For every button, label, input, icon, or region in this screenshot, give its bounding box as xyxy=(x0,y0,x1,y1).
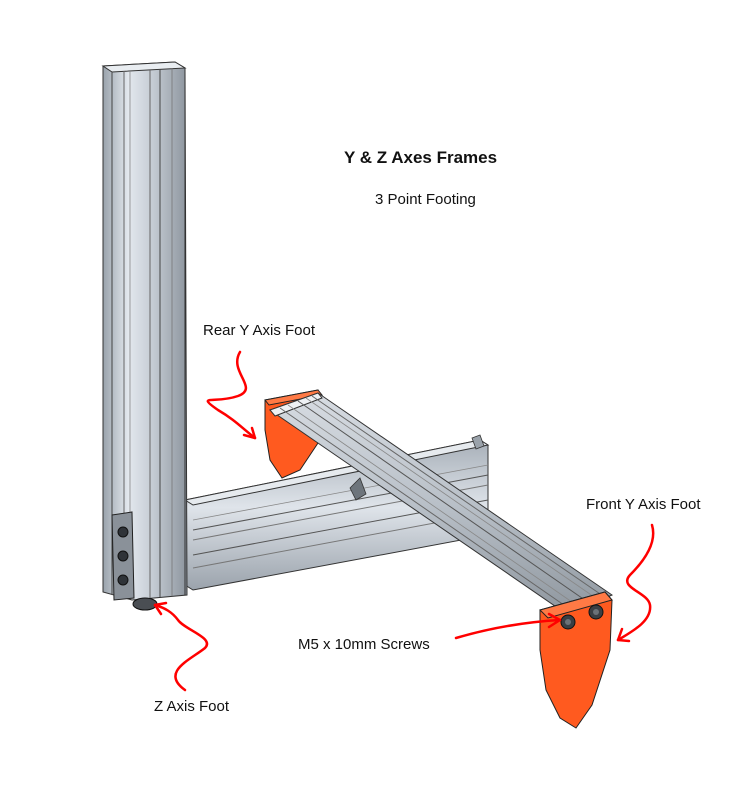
front-foot-arrow xyxy=(616,523,655,642)
annotation-arrows xyxy=(153,350,655,692)
z-axis-foot xyxy=(132,597,158,611)
screws-arrow xyxy=(454,618,562,640)
diagram-subtitle: 3 Point Footing xyxy=(375,191,476,208)
diagram-title: Y & Z Axes Frames xyxy=(344,148,498,167)
front-foot-label: Front Y Axis Foot xyxy=(586,496,701,513)
m5-screws xyxy=(560,604,604,630)
diagonal-y-beam xyxy=(268,392,614,616)
vertical-z-extrusion xyxy=(101,61,188,601)
rear-foot-label: Rear Y Axis Foot xyxy=(203,322,316,339)
rear-foot-arrow xyxy=(206,350,257,440)
corner-bracket xyxy=(111,511,135,601)
front-y-axis-foot xyxy=(539,591,613,729)
z-foot-label: Z Axis Foot xyxy=(154,698,230,715)
screws-label: M5 x 10mm Screws xyxy=(298,636,430,653)
z-foot-arrow xyxy=(153,603,209,692)
